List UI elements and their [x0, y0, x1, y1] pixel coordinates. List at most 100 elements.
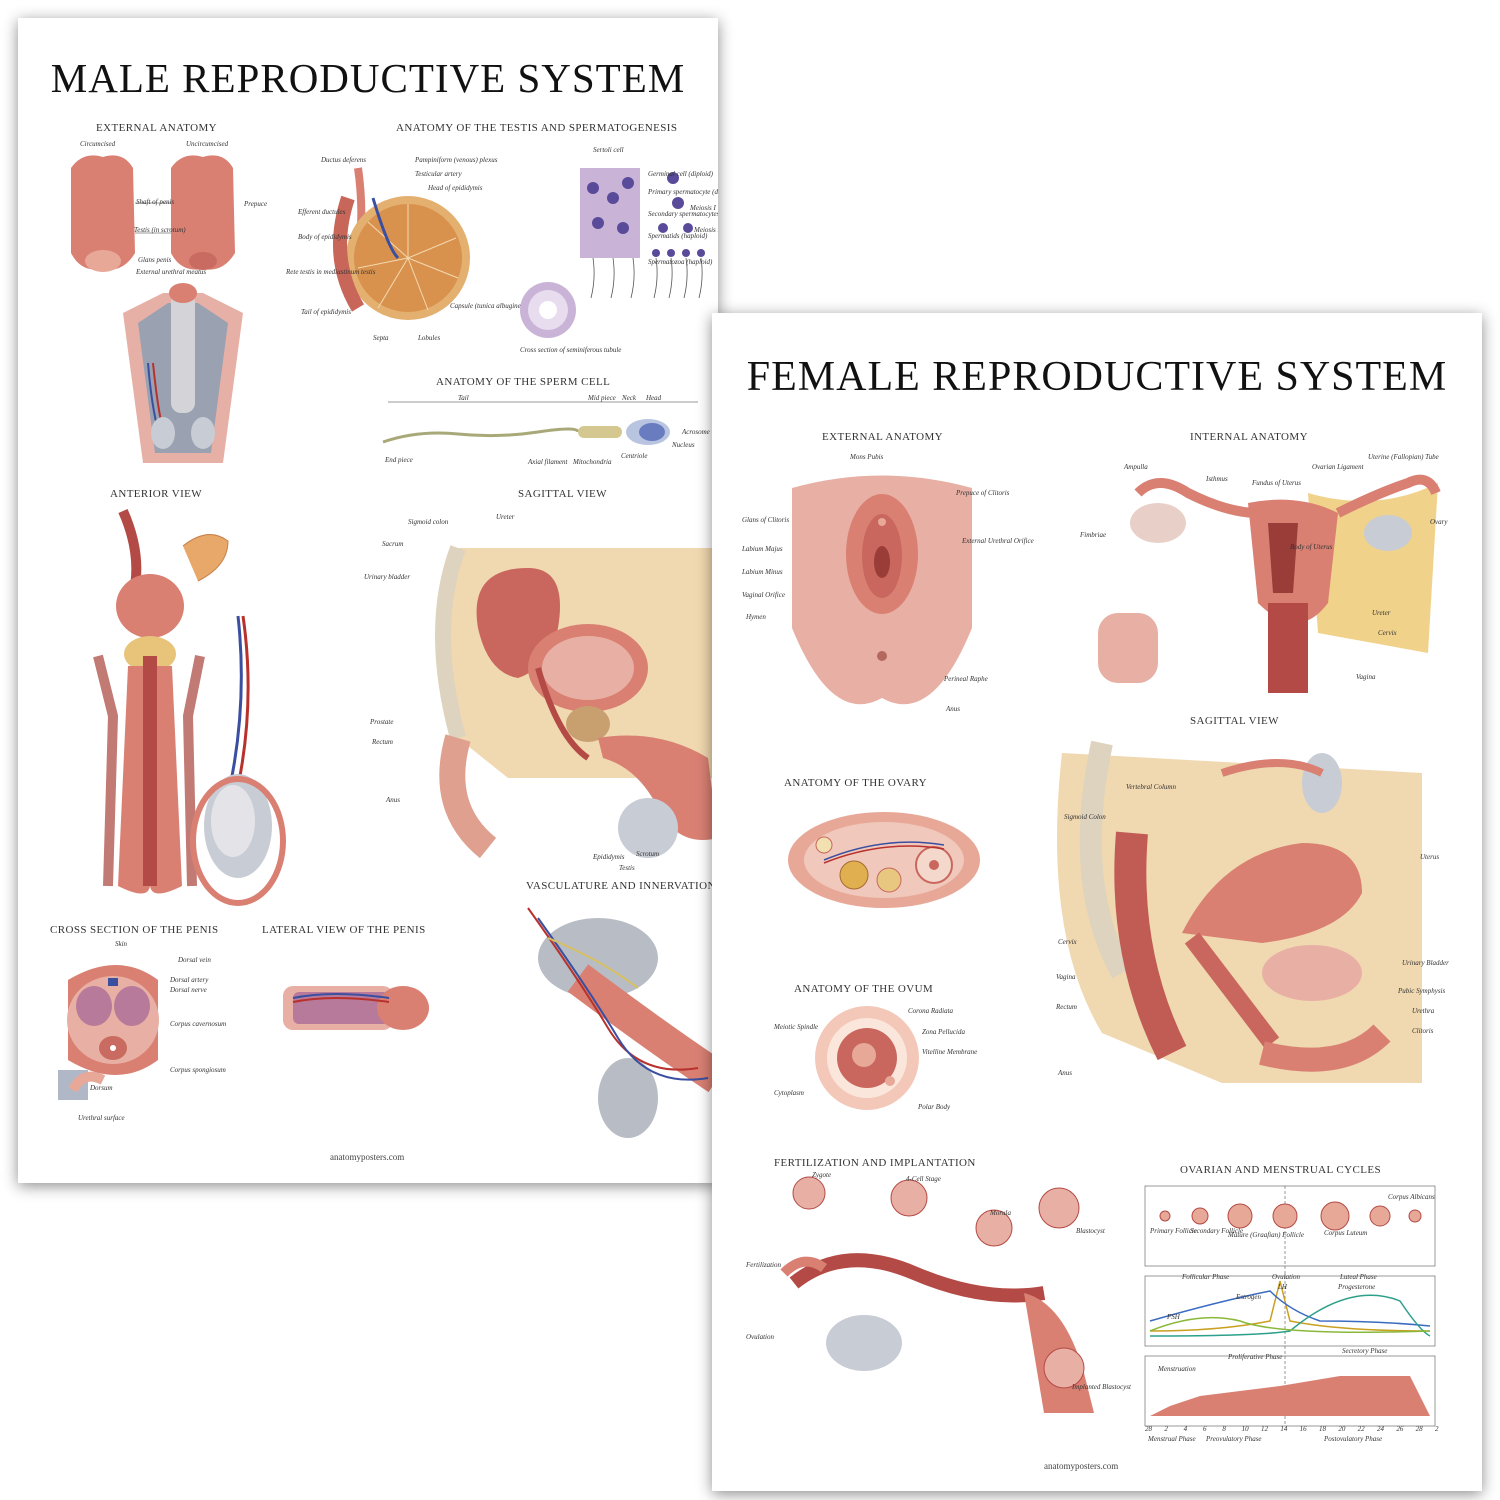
cycle-day-tick: 10 — [1241, 1425, 1249, 1433]
sperm-neck-label: Neck — [622, 394, 636, 402]
cycle-day-tick: 20 — [1338, 1425, 1346, 1433]
female-external-anatomy-heading: EXTERNAL ANATOMY — [822, 431, 943, 443]
penis-cross-section-illustration — [38, 940, 178, 1110]
male-footer-url: anatomyposters.com — [330, 1152, 405, 1162]
lobules-label: Lobules — [418, 334, 441, 342]
cycle-day-tick: 16 — [1299, 1425, 1307, 1433]
zona-pellucida-label: Zona Pellucida — [922, 1028, 965, 1036]
male-scrotum-label: Scrotum — [636, 850, 660, 858]
male-sagittal-view-heading: SAGITTAL VIEW — [518, 488, 607, 500]
menstrual-cycle-chart — [1140, 1181, 1440, 1431]
external-urethral-orifice-label: External Urethral Orifice — [962, 537, 1034, 545]
male-sacrum-label: Sacrum — [382, 540, 404, 548]
polar-body-label: Polar Body — [918, 1103, 951, 1111]
follicular-phase-label: Follicular Phase — [1182, 1273, 1230, 1281]
female-footer-url: anatomyposters.com — [1044, 1461, 1119, 1471]
sagittal-uterus-label: Uterus — [1420, 853, 1440, 861]
cycle-day-tick: 24 — [1377, 1425, 1384, 1433]
cycle-day-tick: 12 — [1261, 1425, 1268, 1433]
sagittal-urinary-bladder-label: Urinary Bladder — [1402, 959, 1449, 967]
pubic-symphysis-label: Pubic Symphysis — [1398, 987, 1446, 995]
menstrual-phase-label: Menstrual Phase — [1148, 1435, 1196, 1443]
cycle-day-tick: 26 — [1396, 1425, 1404, 1433]
glans-clitoris-label: Glans of Clitoris — [742, 516, 790, 524]
septa-label: Septa — [373, 334, 389, 342]
secondary-spermatocytes-label: Secondary spermatocytes (haploid) — [648, 210, 718, 218]
seminiferous-tubule-cross-section — [518, 280, 578, 340]
ampulla-label: Ampulla — [1124, 463, 1148, 471]
preovulatory-phase-label: Preovulatory Phase — [1206, 1435, 1262, 1443]
labium-majus-label: Labium Majus — [742, 545, 783, 553]
male-anus-label: Anus — [386, 796, 400, 804]
prepuce-clitoris-label: Prepuce of Clitoris — [956, 489, 1010, 497]
sagittal-cervix-label: Cervix — [1058, 938, 1077, 946]
cycle-day-tick: 28 — [1145, 1425, 1152, 1433]
mitochondria-label: Mitochondria — [573, 458, 612, 466]
male-prostate-label: Prostate — [370, 718, 394, 726]
uncircumcised-label: Uncircumcised — [186, 140, 229, 148]
four-cell-stage-label: 4-Cell Stage — [906, 1175, 941, 1183]
internal-vagina-label: Vagina — [1356, 673, 1376, 681]
sperm-head-label: Head — [646, 394, 662, 402]
ovulation-phase-label: Ovulation — [1272, 1273, 1300, 1281]
female-poster-title: FEMALE REPRODUCTIVE SYSTEM — [746, 354, 1448, 400]
spermatozoa-label: Spermatozoa (haploid) — [648, 258, 713, 266]
male-sigmoid-colon-label: Sigmoid colon — [408, 518, 449, 526]
female-external-anatomy-illustration — [782, 458, 982, 726]
spermatogenesis-illustration — [578, 158, 718, 308]
ovarian-ligament-label: Ovarian Ligament — [1312, 463, 1364, 471]
sagittal-sigmoid-colon-label: Sigmoid Colon — [1064, 813, 1106, 821]
axial-filament-label: Axial filament — [528, 458, 568, 466]
lateral-view-penis-heading: LATERAL VIEW OF THE PENIS — [262, 924, 426, 936]
tail-of-epididymis-label: Tail of epididymis — [301, 308, 351, 316]
urethra-label: Urethra — [1412, 1007, 1435, 1015]
testis-spermatogenesis-heading: ANATOMY OF THE TESTIS AND SPERMATOGENESI… — [396, 122, 678, 134]
morula-label: Morula — [990, 1209, 1011, 1217]
isthmus-label: Isthmus — [1206, 475, 1228, 483]
male-urinary-bladder-label: Urinary bladder — [364, 573, 411, 581]
vaginal-orifice-label: Vaginal Orifice — [742, 591, 785, 599]
ovum-anatomy-heading: ANATOMY OF THE OVUM — [794, 983, 934, 995]
head-of-epididymis-label: Head of epididymis — [428, 184, 483, 192]
sperm-cell-heading: ANATOMY OF THE SPERM CELL — [436, 376, 611, 388]
glans-penis-label: Glans penis — [138, 256, 172, 264]
mons-pubis-label: Mons Pubis — [850, 453, 884, 461]
estrogen-label: Estrogen — [1236, 1293, 1262, 1301]
cross-section-tubule-label: Cross section of seminiferous tubule — [520, 346, 622, 354]
proliferative-phase-label: Proliferative Phase — [1228, 1353, 1283, 1361]
internal-cervix-label: Cervix — [1378, 629, 1397, 637]
mature-follicle-label: Mature (Graafian) Follicle — [1228, 1231, 1304, 1239]
dorsal-artery-label: Dorsal artery — [170, 976, 209, 984]
ovum-illustration — [812, 1003, 922, 1113]
fimbriae-label: Fimbriae — [1080, 531, 1107, 539]
sperm-cell-illustration — [378, 394, 708, 454]
cytoplasm-label: Cytoplasm — [774, 1089, 804, 1097]
anterior-view-illustration — [88, 506, 318, 906]
vasculature-innervation-heading: VASCULATURE AND INNERVATION — [526, 880, 716, 892]
labium-minus-label: Labium Minus — [742, 568, 783, 576]
cycle-day-tick: 22 — [1357, 1425, 1365, 1433]
female-anus-label: Anus — [946, 705, 960, 713]
dorsal-nerve-label: Dorsal nerve — [170, 986, 207, 994]
capsule-label: Capsule (tunica albuginea) — [450, 302, 527, 310]
ovary-anatomy-illustration — [784, 805, 984, 915]
fundus-label: Fundus of Uterus — [1252, 479, 1301, 487]
testis-illustration — [318, 158, 478, 328]
sagittal-rectum-label: Rectum — [1056, 1003, 1077, 1011]
cycle-day-tick: 14 — [1280, 1425, 1288, 1433]
ovulation-label: Ovulation — [746, 1333, 774, 1341]
progesterone-label: Progesterone — [1338, 1283, 1376, 1291]
clitoris-label: Clitoris — [1412, 1027, 1434, 1035]
sagittal-anus-label: Anus — [1058, 1069, 1072, 1077]
centriole-label: Centriole — [621, 452, 648, 460]
perineal-raphe-label: Perineal Raphe — [944, 675, 988, 683]
primary-follicle-label: Primary Follicle — [1150, 1227, 1197, 1235]
cycle-day-tick: 18 — [1319, 1425, 1326, 1433]
fertilization-illustration — [764, 1173, 1104, 1413]
spermatids-label: Spermatids (haploid) — [648, 232, 708, 240]
secretory-phase-label: Secretory Phase — [1342, 1347, 1388, 1355]
cross-skin-label: Skin — [115, 940, 128, 948]
meiosis-two-label: Meiosis II — [694, 226, 718, 234]
male-external-anatomy-heading: EXTERNAL ANATOMY — [96, 122, 217, 134]
